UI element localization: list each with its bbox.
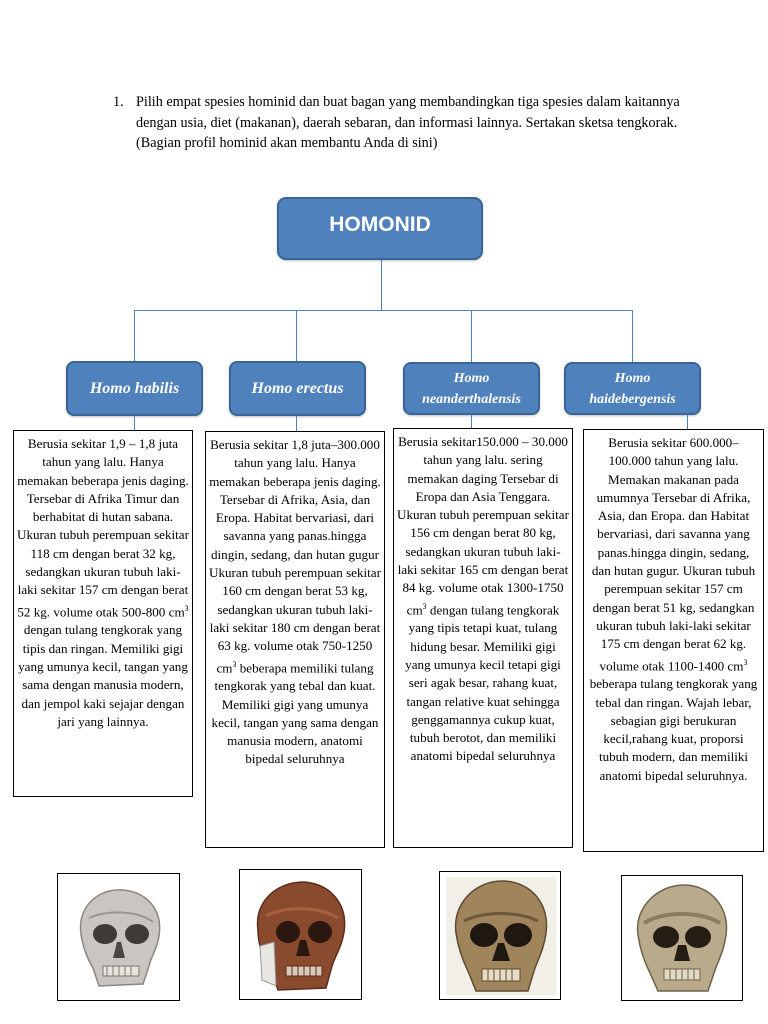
instruction-number: 1. [113,94,124,110]
skull-photo-erectus [239,869,362,1000]
description-text: Berusia sekitar 1,9 – 1,8 juta tahun yan… [17,436,189,620]
species-node-habilis: Homo habilis [66,361,203,416]
chart-root-node: HOMONID [277,197,483,260]
skull-erectus-icon [256,881,346,991]
description-text: dengan tulang tengkorak yang tipis tetap… [405,602,561,764]
skull-photo-habilis [57,873,180,1001]
connector-erectus [296,310,297,362]
description-neanderthalensis: Berusia sekitar150.000 – 30.000 tahun ya… [393,428,573,848]
connector-desc-erectus [296,416,297,431]
skull-heidelbergensis-icon [636,884,728,992]
description-text: Berusia sekitar150.000 – 30.000 tahun ya… [397,434,569,618]
connector-root-vertical [381,260,382,310]
instruction-text: Pilih empat spesies hominid dan buat bag… [136,94,680,151]
superscript: 3 [184,603,189,613]
description-text: Berusia sekitar 1,8 juta–300.000 tahun y… [209,437,381,675]
description-text: beberapa memiliki tulang tengkorak yang … [211,659,379,767]
connector-heidelbergensis [632,310,633,362]
skull-neanderthalensis-icon [446,877,556,995]
connector-desc-neanderthalensis [471,415,472,428]
skull-photo-neanderthalensis [439,871,561,1000]
skull-photo-heidelbergensis [621,875,743,1001]
species-node-neanderthalensis: Homo neanderthalensis [403,362,540,415]
description-erectus: Berusia sekitar 1,8 juta–300.000 tahun y… [205,431,385,848]
description-habilis: Berusia sekitar 1,9 – 1,8 juta tahun yan… [13,430,193,797]
connector-neanderthalensis [471,310,472,362]
skull-habilis-icon [79,889,161,987]
connector-desc-heidelbergensis [687,415,688,429]
description-text: beberapa tulang tengkorak yang tebal dan… [589,676,758,783]
connector-desc-habilis [134,416,135,430]
superscript: 3 [232,659,237,669]
superscript: 3 [422,601,427,611]
species-node-heidelbergensis: Homo haidebergensis [564,362,701,415]
species-label-neanderthalensis: Homo neanderthalensis [422,370,521,407]
description-heidelbergensis: Berusia sekitar 600.000–100.000 tahun ya… [583,429,764,852]
species-node-erectus: Homo erectus [229,361,366,416]
instruction-item: 1. Pilih empat spesies hominid dan buat … [113,92,693,154]
species-label-heidelbergensis: Homo haidebergensis [589,370,676,407]
connector-habilis [134,310,135,362]
superscript: 3 [743,657,748,667]
connector-horizontal [134,310,632,311]
description-text: dengan tulang tengkorak yang tipis dan r… [18,622,188,729]
description-text: Berusia sekitar 600.000–100.000 tahun ya… [591,435,756,673]
